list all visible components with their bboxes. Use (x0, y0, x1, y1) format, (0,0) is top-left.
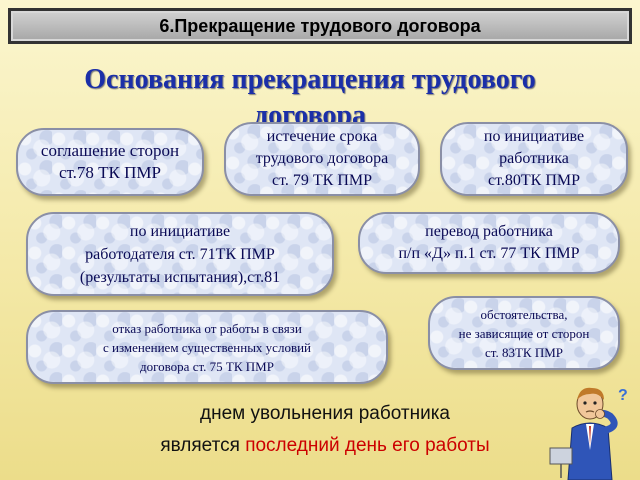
ground-box-employer-initiative: по инициативе работодателя ст. 71ТК ПМР … (26, 212, 334, 296)
thinking-man-icon: ? (549, 387, 628, 480)
page-title: 6.Прекращение трудового договора (11, 11, 629, 41)
ground-text: по инициативе работника ст.80ТК ПМР (483, 128, 585, 189)
svg-text:?: ? (618, 387, 628, 404)
footer-note: днем увольнения работника является после… (90, 398, 560, 462)
ground-text: по инициативе работодателя ст. 71ТК ПМР … (79, 222, 281, 286)
slide-subtitle: Основания прекращения трудового договора (84, 64, 536, 131)
footer-highlight: последний день его работы (245, 435, 490, 456)
ground-text: отказ работника от работы в связи с изме… (102, 320, 311, 374)
ground-box-agreement: соглашение сторон ст.78 ТК ПМР (16, 128, 204, 196)
ground-text: перевод работника п/п «Д» п.1 ст. 77 ТК … (398, 223, 580, 262)
title-banner: 6.Прекращение трудового договора (8, 8, 632, 44)
ground-text: обстоятельства, не зависящие от сторон с… (458, 306, 590, 360)
ground-box-employee-initiative: по инициативе работника ст.80ТК ПМР (440, 122, 628, 196)
ground-box-transfer: перевод работника п/п «Д» п.1 ст. 77 ТК … (358, 212, 620, 274)
ground-box-refusal: отказ работника от работы в связи с изме… (26, 310, 388, 384)
ground-box-circumstances: обстоятельства, не зависящие от сторон с… (428, 296, 620, 370)
ground-text: истечение срока трудового договора ст. 7… (255, 128, 389, 189)
footer-prefix: является (160, 435, 240, 456)
ground-text: соглашение сторон ст.78 ТК ПМР (40, 141, 180, 182)
footer-line-1: днем увольнения работника (199, 403, 450, 424)
ground-box-term-expiry: истечение срока трудового договора ст. 7… (224, 122, 420, 196)
footer-line-2: является последний день его работы (90, 430, 560, 462)
